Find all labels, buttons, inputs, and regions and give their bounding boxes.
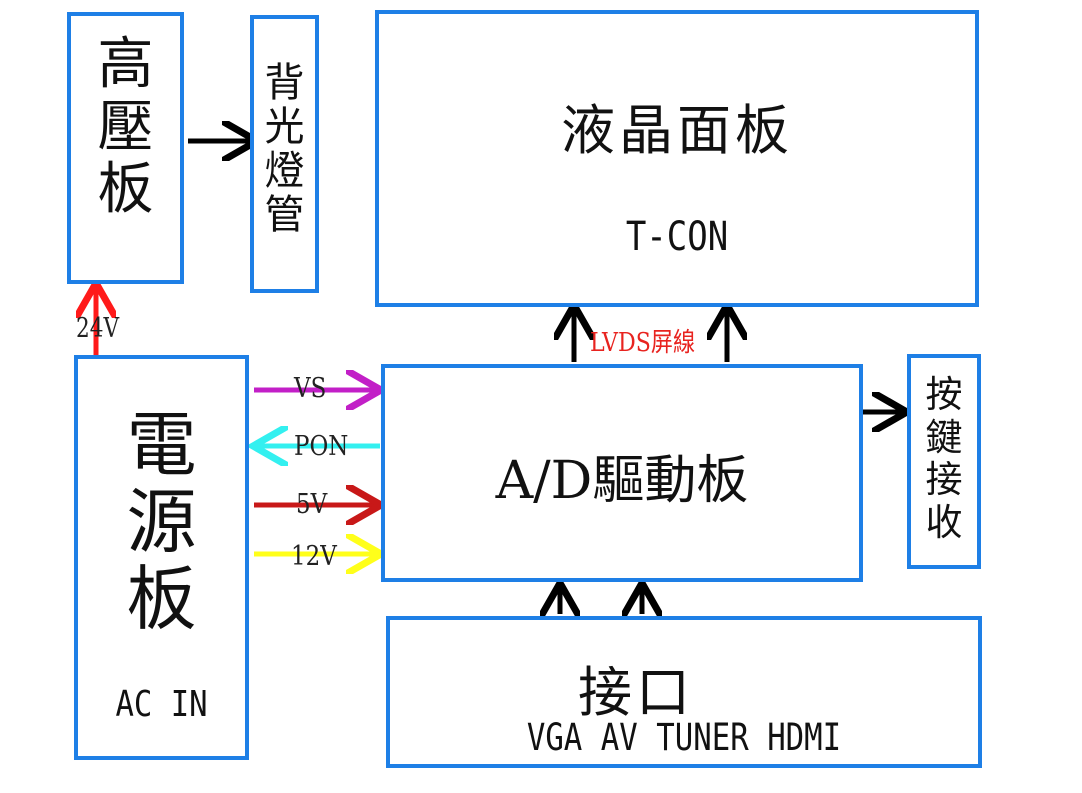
power-board-char: 源: [126, 481, 197, 563]
label-lvds: LVDS屏線: [590, 328, 696, 358]
label-vs: VS: [294, 373, 327, 404]
label-24v: 24V: [76, 313, 120, 344]
power-board-box: 電 源 板 AC IN: [74, 355, 249, 760]
power-board-char: 電: [126, 404, 197, 486]
ad-board-title: A/D驅動板: [495, 451, 749, 511]
backlight-box: 背 光 燈 管: [250, 15, 319, 293]
hv-board-char: 高: [97, 32, 154, 97]
hv-board-char: 板: [97, 157, 154, 223]
interface-subtitle: VGA AV TUNER HDMI: [526, 716, 842, 759]
interface-title: 接口: [578, 661, 694, 724]
backlight-char: 背: [264, 60, 305, 106]
backlight-char: 管: [264, 192, 305, 238]
lcd-panel-title: 液晶面板: [561, 99, 793, 162]
hv-board-char: 壓: [97, 94, 154, 160]
key-receiver-char: 按: [925, 373, 963, 416]
key-receiver-char: 接: [925, 458, 963, 502]
power-board-char: 板: [126, 558, 197, 640]
key-receiver-char: 鍵: [925, 415, 963, 459]
lcd-panel-subtitle: T-CON: [625, 214, 729, 260]
key-receiver-label: 按 鍵 接 收: [911, 373, 977, 544]
key-receiver-char: 收: [925, 500, 963, 544]
interface-box: 接口 VGA AV TUNER HDMI: [386, 616, 982, 768]
hv-board-box: 高 壓 板: [67, 12, 184, 284]
power-board-label: 電 源 板: [78, 407, 245, 638]
key-receiver-box: 按 鍵 接 收: [907, 354, 981, 569]
backlight-char: 燈: [264, 148, 305, 194]
ac-in-label: AC IN: [115, 684, 208, 725]
label-5v: 5V: [296, 489, 328, 520]
ad-board-box: A/D驅動板: [381, 364, 863, 582]
backlight-label: 背 光 燈 管: [254, 61, 315, 237]
lcd-panel-box: 液晶面板 T-CON: [375, 10, 979, 307]
label-pon: PON: [294, 431, 349, 462]
hv-board-label: 高 壓 板: [71, 32, 180, 223]
backlight-char: 光: [264, 104, 305, 150]
label-12v: 12V: [291, 541, 337, 572]
